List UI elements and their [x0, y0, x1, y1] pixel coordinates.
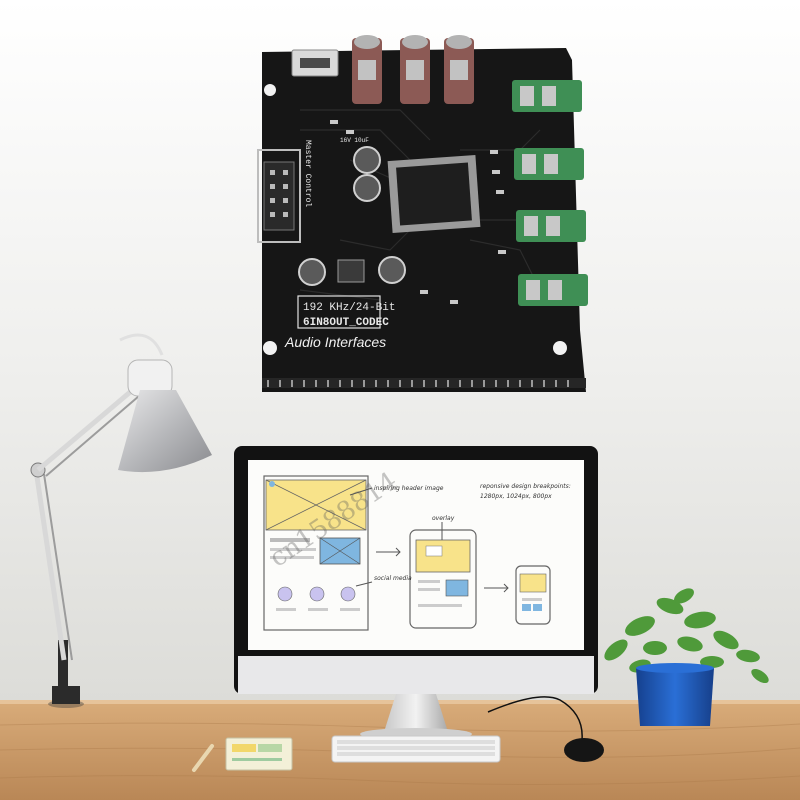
mouse: [487, 696, 604, 762]
lamp-arm-upper: [36, 380, 144, 472]
lamp-cable: [119, 333, 164, 356]
codec-label: 6IN8OUT_CODEC: [303, 317, 389, 329]
monitor-stand: [384, 694, 448, 732]
mount-hole-top: [264, 84, 276, 96]
codec-chip: [387, 155, 481, 233]
breakpoints-title: reponsive design breakpoints:: [480, 483, 571, 490]
pin-header: [263, 161, 295, 231]
note-social: social media: [374, 575, 412, 582]
codec-label-box: [297, 295, 381, 329]
mouse-cable: [487, 696, 583, 741]
notebook: [225, 737, 293, 771]
board-title: Audio Interfaces: [284, 334, 386, 350]
smd-components: [330, 120, 506, 304]
note-overlay: overlay: [432, 515, 455, 522]
desktop-monitor: inspiring header image overlay social me…: [234, 446, 598, 740]
mount-hole-left: [263, 341, 277, 355]
capacitor-label: 16V 10uF: [340, 137, 369, 144]
side-label: Master Control: [303, 140, 312, 207]
green-audio-jacks: [512, 80, 588, 306]
breakpoints-values: 1280px, 1024px, 800px: [480, 493, 552, 500]
lamp-arm-lower: [33, 469, 67, 661]
header-pins: [270, 170, 288, 217]
mount-hole-right: [553, 341, 567, 355]
lamp-shade: [118, 390, 212, 473]
desk-lamp: [30, 333, 212, 708]
keyboard: [331, 735, 501, 763]
voltage-regulator: [337, 259, 365, 283]
potted-plant: [604, 588, 769, 726]
red-audio-jacks: [352, 35, 474, 104]
bottom-pins: [267, 380, 569, 387]
usb-slot: [300, 58, 330, 68]
lamp-clamp: [52, 686, 80, 704]
screen-wireframe: inspiring header image overlay social me…: [263, 475, 571, 631]
monitor-chin: [238, 656, 594, 694]
note-header: inspiring header image: [374, 485, 444, 492]
wireframe-phone: [515, 565, 551, 625]
wireframe-tablet: [409, 529, 477, 629]
spec-label: 192 KHz/24-Bit: [303, 302, 395, 314]
plant-pot: [636, 668, 714, 726]
pin-header-frame: [257, 149, 301, 243]
wireframe-arrows: [349, 487, 509, 593]
pencil: [192, 744, 214, 772]
audio-pcb-board: 192 KHz/24-Bit 6IN8OUT_CODEC Audio Inter…: [257, 35, 588, 392]
wireframe-desktop: [263, 475, 369, 631]
capacitors: [298, 146, 406, 286]
